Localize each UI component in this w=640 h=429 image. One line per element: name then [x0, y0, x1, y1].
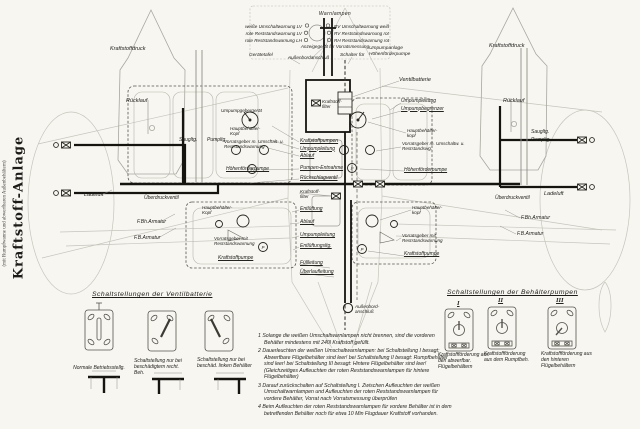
check-valve-label: Rückschlagventil [300, 175, 338, 181]
vent-label: Entlüftung [300, 206, 323, 212]
fuel-pumps-label: Kraftstoffpumpen [300, 138, 339, 144]
tank-pump-diagrams [444, 306, 577, 352]
valve-positions-title: Schaltstellungen der Ventilbatterie [92, 291, 213, 298]
valve-caption-2: Schaltstellung nur bei beschädigtem rech… [134, 358, 182, 376]
fuel-lines-thin [195, 48, 528, 330]
pumps-and-senders [215, 111, 398, 254]
fuel-lines-bold [74, 18, 577, 303]
supply-sender-left-upper-label: Vorratsgeber m. Umschalt- u. Reststandsw… [224, 139, 284, 150]
main-tank-head-left-upper-label: Hauptbehälter-Kopf [230, 126, 261, 137]
switch-target-1: Umpumpanlage [369, 45, 403, 51]
pump-line-right-label: Pumpltg. [531, 137, 551, 143]
supply-sender-right-lower-label: Vorratsgeber mit Reststandswarnung [402, 233, 443, 244]
charge-air-left-label: Ladeluft [84, 192, 104, 198]
fuel-pump-left-label: Kraftstoffpumpe [218, 255, 254, 261]
return-line-left-label: Rücklauf [126, 98, 148, 104]
note-2: 2 Dauerleuchten der weißen Umschaltwarnl… [258, 348, 448, 380]
note-3: 3 Darauf zurückschalten auf Schaltstellu… [258, 382, 440, 402]
valves-and-couplings [53, 99, 595, 314]
outboard-connection-bottom-label: Außenbord-anschluß [355, 304, 380, 315]
svg-text:P: P [351, 166, 354, 171]
supply-sender-left-lower-label: Vorratsgeber mit Reststandswarnung [214, 236, 255, 247]
transfer-sender-unit-label: Umpumpgebergerät [221, 108, 262, 113]
fbh-armatur-right-label: F.Bh.Armatur [521, 215, 551, 221]
altitude-pump-right-label: Höhenförderpumpe [404, 167, 448, 173]
transfer-line-right-label: Umpumpleitung [401, 98, 437, 104]
transfer-limiter-label: Umpumpbegrenzer [401, 105, 444, 112]
fbh-armatur-left-label: F.Bh.Armatur [137, 219, 167, 225]
svg-text:P: P [262, 245, 265, 250]
pump-numeral-1: I [457, 300, 460, 307]
valve-pipe-schemes [88, 370, 246, 394]
outboard-connection-top-label: Außenbordanschluß [288, 55, 330, 60]
charge-air-right-label: Ladeluft [544, 191, 564, 197]
pump-numeral-2: II [498, 297, 504, 304]
warn-row-left-3: rote Reststandswarnung LH [245, 37, 302, 43]
engine-nacelles [117, 7, 548, 175]
main-tank-head-right-lower-label: Hauptbehälter-kopf [412, 205, 443, 216]
main-tank-head-right-upper-label: Hauptbehälter-kopf [407, 128, 438, 139]
warn-row-left-2: rote Reststandswarnung LV [245, 30, 302, 36]
warn-row-left-1: weiße Umschaltwarnung LV [245, 23, 302, 29]
transfer-line-c2-label: Umpumpleitung [300, 232, 336, 238]
valve-caption-1: Normale Betriebsstellg. [73, 365, 125, 371]
warn-row-right-2: RV Reststandswarnung rot [334, 30, 389, 36]
overpressure-valve-left-label: Überdruckventil [144, 195, 179, 201]
fuel-pressure-left-label: Kraftstoffdruck [110, 46, 146, 52]
pump-caption-2: Kraftstoffförderung aus dem Rumpfbeh. [484, 351, 530, 363]
drain-c1-label: Ablauf [300, 153, 315, 159]
svg-text:P: P [361, 247, 364, 252]
fuel-filter-top-label: Kraftstoff-filter [322, 99, 342, 110]
valve-caption-3: Schaltstellung nur bei beschäd. linken B… [197, 357, 252, 369]
fb-armatur-right-label: F.B.Armatur [517, 231, 544, 237]
page-subtitle-vertical: (mit Rumpfwanne und abwerfbaren Außenbeh… [2, 160, 8, 267]
overpressure-valve-right-label: Überdruckventil [495, 195, 530, 201]
suction-line-left-label: Saugltg. [179, 137, 198, 143]
tank-groups [127, 79, 437, 269]
switch-label: Schalter für [340, 53, 365, 58]
supply-sender-right-upper-label: Vorratsgeber m. Umschaltw. u. Reststands… [402, 141, 465, 152]
warn-row-right-3: RH Reststandswarnung rot [334, 37, 390, 43]
panel-label: Gerätetafel [249, 52, 273, 58]
main-tank-head-left-lower-label: Hauptbehälter-Kopf [202, 205, 233, 216]
drain-c2-label: Ablauf [300, 219, 315, 225]
fuel-pressure-right-label: Kraftstoffdruck [489, 43, 525, 49]
svg-text:P: P [251, 167, 254, 172]
pump-numeral-3: III [556, 297, 564, 304]
overflow-line-label: Überlaufleitung [300, 269, 334, 275]
valve-battery-diagrams [84, 302, 234, 352]
note-4: 4 Beim Aufleuchten der roten Reststandsw… [258, 404, 452, 417]
pump-letters: P P P P [251, 166, 364, 252]
warn-row-right-1: RV Umschaltwarnung weiß [334, 23, 390, 29]
operating-notes: 1 Solange die weißen Umschaltwarnlampen … [258, 333, 454, 419]
return-line-right-label: Rücklauf [503, 98, 525, 104]
valve-battery-label: Ventilbatterie [399, 77, 431, 83]
pump-caption-1: Kraftstoffförderung aus den abwerfbar. F… [438, 352, 489, 370]
note-1: 1 Solange die weißen Umschaltwarnlampen … [258, 333, 435, 346]
supply-indicator-label: Anzeigegerät für Vorratsmessung [300, 43, 370, 49]
page-title-vertical: Kraftstoff-Anlage [11, 135, 27, 280]
suction-line-right-label: Saugltg. [531, 129, 550, 135]
fuel-pump-right-label: Kraftstoffpumpe [404, 251, 440, 257]
fuel-filter-centre-label: Kraftstoff-filter [300, 189, 320, 200]
switch-target-2: Höhenförderpumpe [369, 52, 411, 57]
leader-lines [100, 43, 521, 278]
altitude-pump-left-label: Höhenförderpumpe [226, 166, 270, 172]
pump-positions-title: Schaltstellungen der Behälterpumpen [447, 289, 578, 296]
pump-extraction-label: Pumpen-Entnahme [300, 165, 344, 171]
pump-caption-3: Kraftstoffförderung aus den hinteren Flü… [541, 351, 592, 369]
fill-line-label: Füllleitung [300, 260, 323, 266]
pump-line-left-label: Pumpltg. [207, 137, 227, 143]
warn-lamps-title: Warnlampen [318, 10, 352, 17]
instrument-panel [249, 5, 391, 60]
fb-armatur-left-label: F.B.Armatur [134, 235, 161, 241]
transfer-line-c1-label: Umpumpleitung [300, 145, 336, 152]
vent-line-label: Entlüftungsltg. [300, 243, 332, 249]
